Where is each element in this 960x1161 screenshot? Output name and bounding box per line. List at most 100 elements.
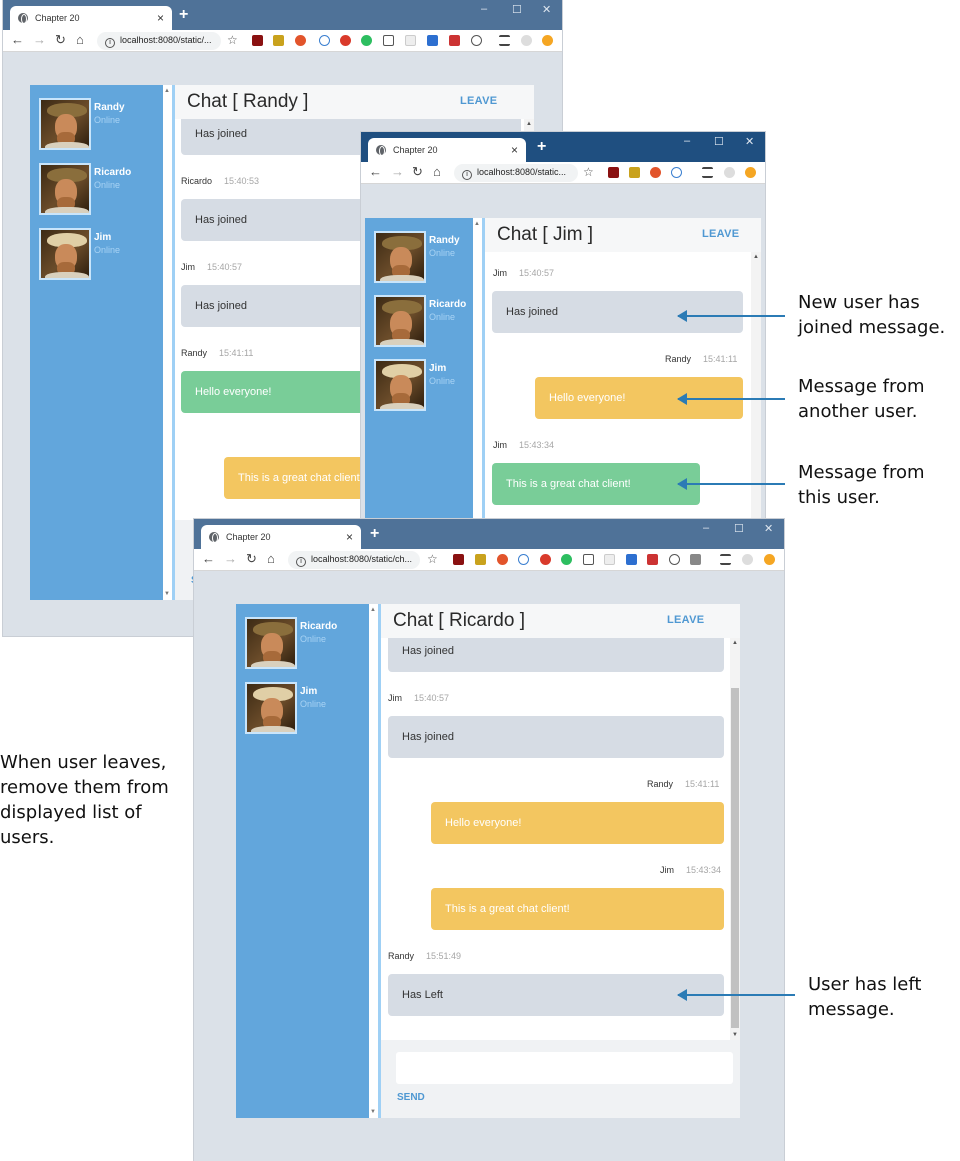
- chat-title: Chat [ Randy ]: [187, 91, 309, 112]
- reload-icon[interactable]: ↻: [246, 551, 257, 566]
- new-tab-button[interactable]: +: [537, 138, 547, 155]
- sidebar-scrollbar[interactable]: ▲: [473, 218, 482, 522]
- browser-tab[interactable]: Chapter 20 ×: [10, 6, 172, 30]
- profile-icon[interactable]: [742, 554, 753, 565]
- pdf-extension-icon[interactable]: [453, 554, 464, 565]
- reload-icon[interactable]: ↻: [412, 164, 423, 179]
- message-input[interactable]: [396, 1052, 733, 1084]
- bookmark-star-icon[interactable]: ☆: [227, 33, 238, 47]
- blank-extension-icon[interactable]: [604, 554, 615, 565]
- drive-extension-icon[interactable]: [690, 554, 701, 565]
- k-extension-icon[interactable]: [518, 554, 529, 565]
- screenshot-extension-icon[interactable]: [583, 554, 594, 565]
- home-icon[interactable]: ⌂: [433, 164, 441, 179]
- home-icon[interactable]: ⌂: [267, 551, 275, 566]
- minimize-button[interactable]: –: [481, 3, 488, 15]
- js-extension-icon[interactable]: [273, 35, 284, 46]
- blue-extension-icon[interactable]: [626, 554, 637, 565]
- maximize-button[interactable]: ☐: [512, 4, 522, 16]
- close-tab-icon[interactable]: ×: [345, 530, 353, 544]
- color-extension-icon[interactable]: [650, 167, 661, 178]
- pdf-extension-icon[interactable]: [608, 167, 619, 178]
- forward-icon[interactable]: →: [391, 164, 404, 179]
- js-extension-icon[interactable]: [629, 167, 640, 178]
- evernote-extension-icon[interactable]: [561, 554, 572, 565]
- tab-title: Chapter 20: [226, 532, 271, 542]
- minimize-button[interactable]: –: [703, 522, 710, 534]
- new-tab-button[interactable]: +: [370, 525, 380, 542]
- forward-icon[interactable]: →: [33, 32, 46, 47]
- sidebar-scrollbar[interactable]: ▲▼: [369, 604, 378, 1118]
- close-window-button[interactable]: ✕: [542, 4, 552, 16]
- red-extension-icon[interactable]: [340, 35, 351, 46]
- callout-arrow-another: [677, 393, 785, 405]
- leave-button[interactable]: LEAVE: [460, 95, 498, 107]
- back-icon[interactable]: ←: [202, 551, 215, 566]
- browser-tab[interactable]: Chapter 20 ×: [201, 525, 361, 549]
- bookmark-star-icon[interactable]: ☆: [427, 552, 438, 566]
- message-scrollbar[interactable]: ▲ ▼: [730, 638, 740, 1040]
- browser-tab[interactable]: Chapter 20 ×: [368, 138, 526, 162]
- scrollbar-thumb[interactable]: [731, 688, 739, 1028]
- blank-extension-icon[interactable]: [405, 35, 416, 46]
- evernote-extension-icon[interactable]: [361, 35, 372, 46]
- color-extension-icon[interactable]: [295, 35, 306, 46]
- forward-icon[interactable]: →: [224, 551, 237, 566]
- close-tab-icon[interactable]: ×: [510, 143, 518, 157]
- profile-icon[interactable]: [724, 167, 735, 178]
- mail-extension-icon[interactable]: [449, 35, 460, 46]
- blue-extension-icon[interactable]: [427, 35, 438, 46]
- send-button[interactable]: SEND: [397, 1092, 425, 1103]
- orange-extension-icon[interactable]: [745, 167, 756, 178]
- maximize-button[interactable]: ☐: [714, 136, 724, 148]
- screenshot-extension-icon[interactable]: [383, 35, 394, 46]
- list-extension-icon[interactable]: [499, 35, 510, 46]
- orange-extension-icon[interactable]: [764, 554, 775, 565]
- mail-extension-icon[interactable]: [647, 554, 658, 565]
- pdf-extension-icon[interactable]: [252, 35, 263, 46]
- smiley-extension-icon[interactable]: [471, 35, 482, 46]
- profile-icon[interactable]: [521, 35, 532, 46]
- list-extension-icon[interactable]: [720, 554, 731, 565]
- close-window-button[interactable]: ✕: [764, 523, 774, 535]
- home-icon[interactable]: ⌂: [76, 32, 84, 47]
- new-tab-button[interactable]: +: [179, 6, 189, 23]
- k-extension-icon[interactable]: [319, 35, 330, 46]
- red-extension-icon[interactable]: [540, 554, 551, 565]
- maximize-button[interactable]: ☐: [734, 523, 744, 535]
- sidebar-scrollbar[interactable]: ▲▼: [163, 85, 172, 600]
- close-tab-icon[interactable]: ×: [156, 11, 164, 25]
- color-extension-icon[interactable]: [497, 554, 508, 565]
- bookmark-star-icon[interactable]: ☆: [583, 165, 594, 179]
- smiley-extension-icon[interactable]: [669, 554, 680, 565]
- leave-button[interactable]: LEAVE: [667, 614, 705, 626]
- back-icon[interactable]: ←: [11, 32, 24, 47]
- k-extension-icon[interactable]: [671, 167, 682, 178]
- orange-extension-icon[interactable]: [542, 35, 553, 46]
- callout-arrow-this-user: [677, 478, 785, 490]
- user-name: Ricardo: [94, 167, 132, 178]
- message-scrollbar[interactable]: ▲: [751, 252, 761, 522]
- leave-button[interactable]: LEAVE: [702, 228, 740, 240]
- js-extension-icon[interactable]: [475, 554, 486, 565]
- message-sender: Randy: [647, 779, 674, 789]
- back-icon[interactable]: ←: [369, 164, 382, 179]
- message-bubble: Has joined: [492, 291, 743, 333]
- close-window-button[interactable]: ✕: [745, 136, 755, 148]
- minimize-button[interactable]: –: [684, 135, 691, 147]
- reload-icon[interactable]: ↻: [55, 32, 66, 47]
- list-extension-icon[interactable]: [702, 167, 713, 178]
